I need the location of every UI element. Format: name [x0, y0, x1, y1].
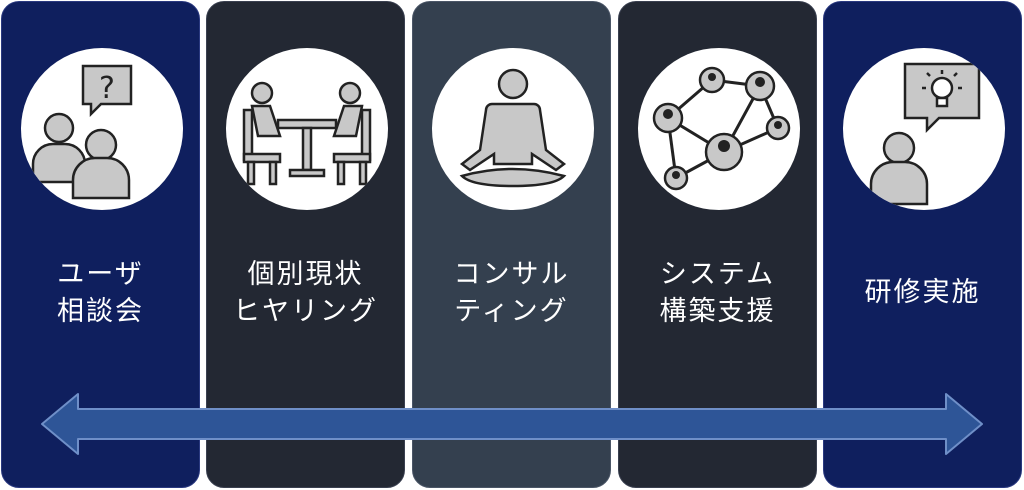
step-panel-hearing: 個別現状 ヒヤリング	[206, 1, 405, 488]
consultation-icon: ?	[21, 48, 183, 210]
idea-training-icon	[843, 48, 1005, 210]
step-panel-consulting: コンサル ティング	[412, 1, 611, 488]
step-label: ユーザ 相談会	[57, 259, 144, 327]
meditation-icon	[432, 48, 594, 210]
step-panel-system-support: システム 構築支援	[618, 1, 817, 488]
step-label: 研修実施	[864, 277, 981, 308]
step-panel-user-consultation: ? ユーザ 相談会	[1, 1, 200, 488]
meeting-table-icon	[226, 48, 388, 210]
step-label: システム 構築支援	[659, 259, 776, 327]
network-icon	[638, 48, 800, 210]
step-label: コンサル ティング	[453, 259, 570, 327]
step-panel-training: 研修実施	[823, 1, 1022, 488]
step-label: 個別現状 ヒヤリング	[233, 259, 378, 327]
svg-text:?: ?	[99, 71, 115, 106]
